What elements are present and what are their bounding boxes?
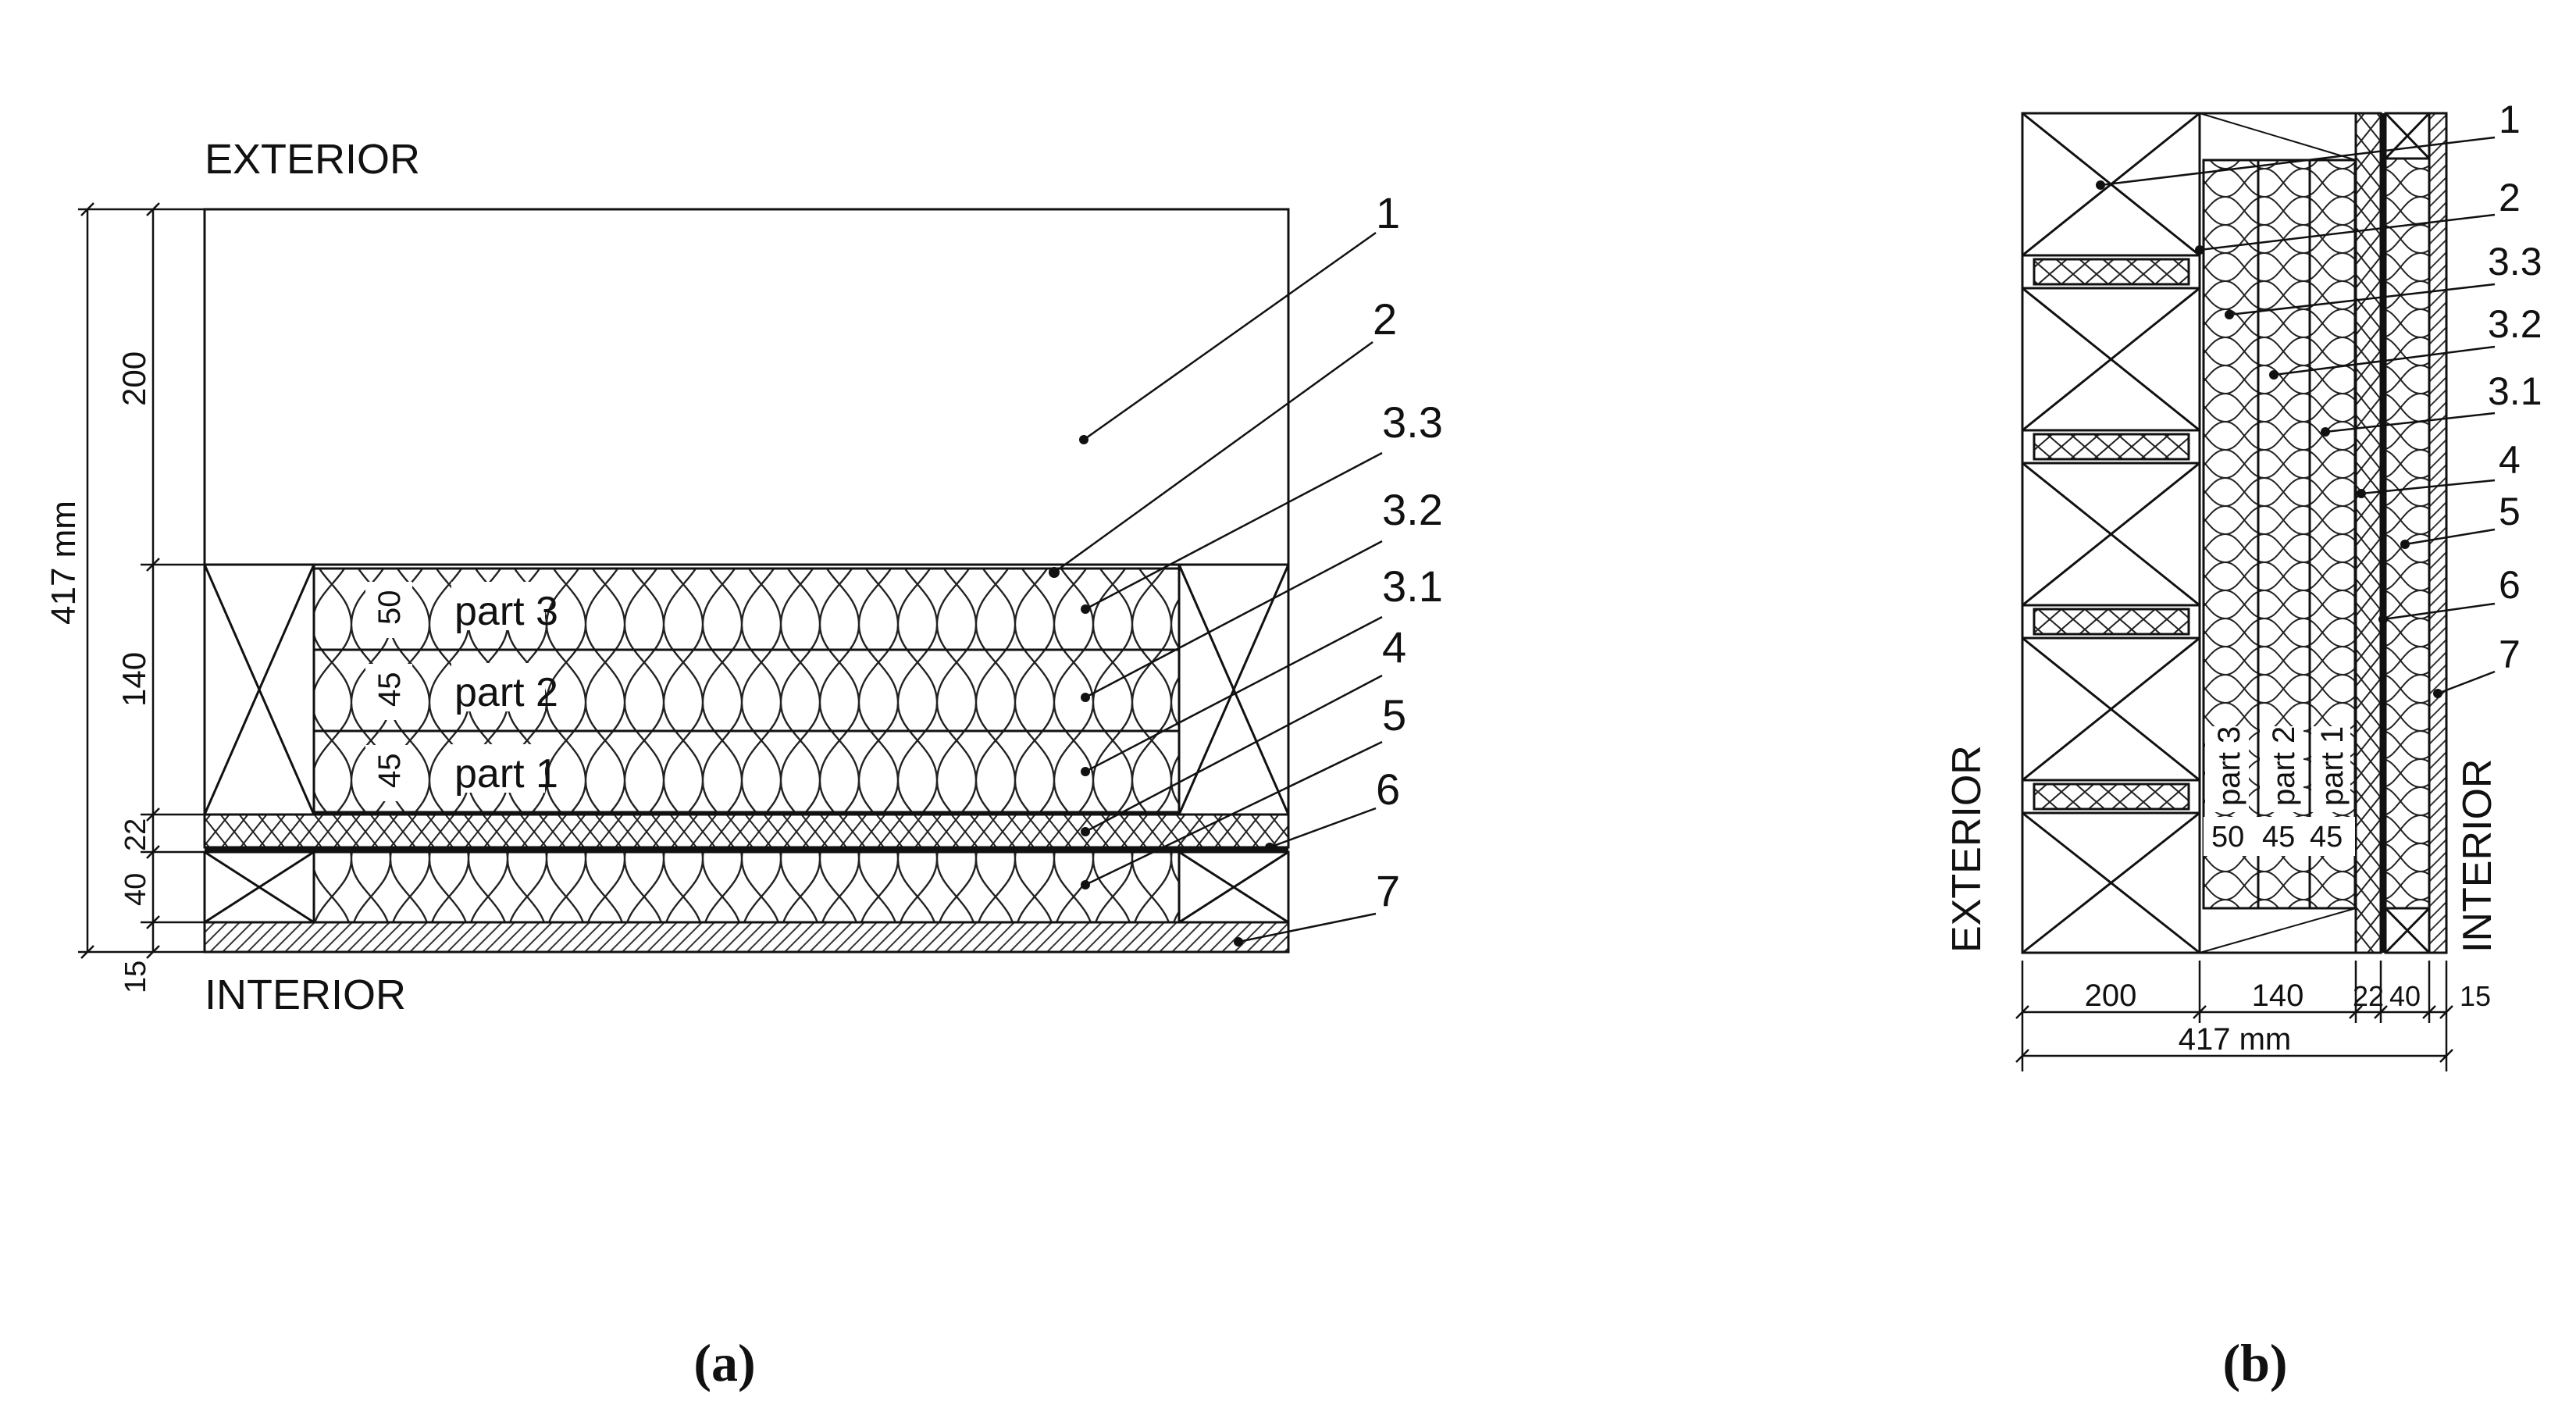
caption-a: (a) <box>693 1333 755 1392</box>
dim-40-a: 40 <box>119 873 152 906</box>
part-3-label-a: part 3 <box>454 589 558 634</box>
part-3-thickness-b: 50 <box>2211 821 2244 854</box>
callout-5-b: 5 <box>2499 490 2521 533</box>
callout-5-a: 5 <box>1382 690 1406 740</box>
dim-15-b: 15 <box>2460 980 2491 1012</box>
callout-3-2-b: 3.2 <box>2488 302 2542 346</box>
part-labels-b: part 3 part 2 part 1 50 45 45 <box>2204 726 2355 856</box>
exterior-label-b: EXTERIOR <box>1944 745 1990 953</box>
interior-label-b: INTERIOR <box>2455 759 2500 953</box>
callout-2-b: 2 <box>2499 176 2521 219</box>
insulation-part-3-a <box>312 567 1181 651</box>
callout-4-a: 4 <box>1382 622 1406 672</box>
layer-7-gypsum-board-a <box>203 921 1290 954</box>
callout-3-2-a: 3.2 <box>1382 485 1443 534</box>
callout-2-a: 2 <box>1373 294 1397 344</box>
callout-6-b: 6 <box>2499 563 2521 607</box>
panel-a: EXTERIOR INTERIOR part 3 <box>45 136 1443 1392</box>
part-1-label-a: part 1 <box>454 751 558 797</box>
caption-b: (b) <box>2222 1333 2287 1392</box>
part-labels-a: part 3 part 2 part 1 50 45 45 <box>365 582 558 801</box>
part-2-thickness-a: 45 <box>372 672 407 708</box>
callout-leaders-b <box>2100 136 2496 695</box>
callout-dots-b <box>2096 180 2442 698</box>
dim-200-a: 200 <box>116 351 152 406</box>
callout-7-b: 7 <box>2499 633 2521 676</box>
layer-4-wood-fibre-board-b <box>2354 112 2382 954</box>
callout-3-1-b: 3.1 <box>2488 369 2542 413</box>
callout-1-a: 1 <box>1376 188 1400 237</box>
callout-leaders-a <box>1053 231 1383 943</box>
dim-140-b: 140 <box>2252 979 2304 1013</box>
insulation-part-1-a <box>312 729 1181 814</box>
dim-140-a: 140 <box>116 652 152 707</box>
insulation-part-2-a <box>312 648 1181 733</box>
part-1-label-b: part 1 <box>2315 726 2350 806</box>
dim-200-b: 200 <box>2085 979 2137 1013</box>
part-3-thickness-a: 50 <box>372 590 407 626</box>
layer-7-gypsum-board-b <box>2428 112 2448 954</box>
layer-4-wood-fibre-board-a <box>203 813 1290 849</box>
dimensions-a <box>78 202 205 959</box>
callout-3-3-a: 3.3 <box>1382 397 1443 447</box>
callout-6-a: 6 <box>1376 765 1400 814</box>
callout-1-b: 1 <box>2499 98 2521 141</box>
dim-40-b: 40 <box>2389 980 2421 1012</box>
part-2-thickness-b: 45 <box>2262 821 2295 854</box>
wall-body-a <box>203 208 1290 954</box>
panel-b: part 3 part 2 part 1 50 45 45 EXTERIOR I… <box>1944 98 2542 1392</box>
callout-4-b: 4 <box>2499 438 2521 482</box>
total-dim-b: 417 mm <box>2179 1022 2292 1057</box>
dimensions-b <box>2015 961 2453 1071</box>
part-2-label-b: part 2 <box>2267 726 2301 806</box>
wall-body-b <box>2021 112 2448 954</box>
total-dim-a: 417 mm <box>45 501 83 625</box>
interior-label-a: INTERIOR <box>205 971 406 1018</box>
part-2-label-a: part 2 <box>454 670 558 715</box>
part-1-thickness-a: 45 <box>372 754 407 789</box>
callout-3-3-b: 3.3 <box>2488 240 2542 283</box>
callout-dots-a <box>1049 435 1274 947</box>
callout-7-a: 7 <box>1376 866 1400 915</box>
part-1-thickness-b: 45 <box>2310 821 2343 854</box>
dim-15-a: 15 <box>119 961 152 993</box>
callout-3-1-a: 3.1 <box>1382 561 1443 611</box>
exterior-label-a: EXTERIOR <box>205 136 420 183</box>
dim-22-b: 22 <box>2353 980 2384 1012</box>
layer-5-service-insulation-a <box>312 850 1181 924</box>
layer-1-massive-timber-a <box>203 208 1290 566</box>
part-3-label-b: part 3 <box>2212 726 2246 806</box>
dim-22-a: 22 <box>119 818 152 851</box>
